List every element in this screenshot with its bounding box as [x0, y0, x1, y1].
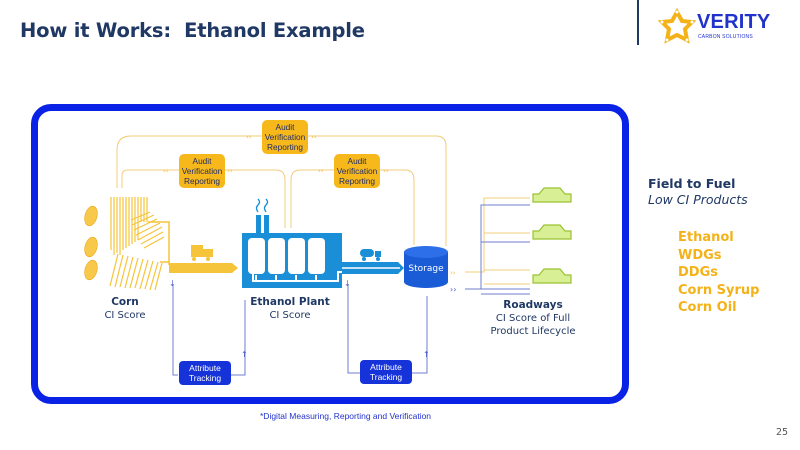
- attribute-connectors: [172, 204, 530, 376]
- svg-text:››: ››: [450, 285, 456, 294]
- audit-text-line: Reporting: [267, 142, 303, 152]
- stage-plant-label: Ethanol Plant CI Score: [240, 296, 340, 322]
- stage-subtitle: Product Lifecycle: [490, 326, 576, 337]
- svg-text:››: ››: [450, 269, 456, 277]
- attribute-box-right: Attribute Tracking: [360, 360, 412, 384]
- stage-roadways-label: Roadways CI Score of Full Product Lifecy…: [478, 299, 588, 338]
- audit-line-right-a: [290, 169, 334, 228]
- attribute-text-line: Attribute: [370, 362, 402, 372]
- audit-connectors: [116, 135, 530, 285]
- audit-text-line: Audit: [275, 122, 295, 132]
- audit-line-left-a: [121, 169, 179, 188]
- attribute-text-line: Attribute: [189, 363, 221, 373]
- svg-text:››: ››: [227, 167, 233, 175]
- stage-title: Roadways: [503, 299, 563, 311]
- audit-text-line: Verification: [336, 166, 378, 176]
- output-line-blue: [465, 204, 530, 295]
- audit-box-left: Audit Verification Reporting: [179, 154, 225, 188]
- audit-line-outer-right: [308, 135, 447, 246]
- field-to-fuel-panel: Field to Fuel Low CI Products: [648, 176, 748, 208]
- audit-text-line: Audit: [192, 156, 212, 166]
- attr-line-right-b: [412, 296, 428, 374]
- stage-subtitle: CI Score: [104, 310, 146, 321]
- svg-text:↑: ↑: [241, 350, 248, 359]
- audit-text-line: Verification: [264, 132, 306, 142]
- svg-text:››: ››: [383, 167, 389, 175]
- page-title: How it Works: Ethanol Example: [20, 19, 365, 42]
- audit-arrowheads: ‹‹ ›› ‹‹ ›› ‹‹ ›› ››: [163, 133, 456, 277]
- header-divider: [637, 0, 639, 45]
- logo-tagline: CARBON SOLUTIONS: [698, 34, 753, 40]
- corn-field-icon: [84, 197, 170, 291]
- truck-icon: [191, 245, 213, 261]
- svg-text:‹‹: ‹‹: [163, 167, 169, 175]
- svg-text:››: ››: [311, 133, 317, 141]
- svg-text:‹‹: ‹‹: [246, 133, 252, 141]
- stage-title: Ethanol Plant: [250, 296, 330, 308]
- attribute-text-line: Tracking: [369, 372, 403, 382]
- attr-line-left-a: [172, 285, 178, 376]
- factory-icon: [242, 198, 400, 288]
- audit-line-left-b: [224, 169, 286, 228]
- audit-text-line: Reporting: [184, 176, 220, 186]
- stage-title: Corn: [111, 296, 139, 308]
- svg-text:↓: ↓: [169, 279, 176, 288]
- output-line-yellow: [465, 197, 530, 285]
- conveyor-arrow: [169, 263, 238, 273]
- svg-text:‹‹: ‹‹: [318, 167, 324, 175]
- storage-label: Storage: [408, 264, 444, 274]
- verity-logo: VERITY CARBON SOLUTIONS: [657, 7, 778, 48]
- panel-subheading: Low CI Products: [648, 192, 748, 207]
- audit-line-right-b: [380, 169, 415, 245]
- pipeline-arrow: [342, 262, 404, 274]
- page-number: 25: [776, 427, 789, 438]
- car-icon: [532, 187, 572, 284]
- product-item: DDGs: [678, 265, 718, 280]
- attr-line-right-a: [347, 285, 360, 374]
- stage-subtitle: CI Score: [269, 310, 311, 321]
- audit-box-right: Audit Verification Reporting: [334, 154, 380, 188]
- storage-tank-icon: [404, 246, 448, 288]
- product-item: Ethanol: [678, 230, 734, 245]
- attribute-box-left: Attribute Tracking: [179, 361, 231, 385]
- footnote: *Digital Measuring, Reporting and Verifi…: [260, 411, 432, 421]
- audit-text-line: Verification: [181, 166, 223, 176]
- product-item: Corn Syrup: [678, 282, 760, 298]
- product-item: Corn Oil: [678, 300, 737, 315]
- attribute-arrowheads: ↓ ↑ ↓ ↑ ››: [169, 279, 456, 359]
- logo-wordmark: VERITY: [697, 11, 771, 33]
- audit-line-outer-left: [116, 135, 262, 188]
- attribute-text-line: Tracking: [188, 373, 222, 383]
- audit-box-top: Audit Verification Reporting: [262, 120, 308, 154]
- svg-text:↑: ↑: [423, 350, 430, 359]
- attr-line-left-b: [230, 300, 246, 376]
- product-list: Ethanol WDGs DDGs Corn Syrup Corn Oil: [678, 229, 759, 317]
- panel-heading: Field to Fuel: [648, 176, 736, 191]
- audit-text-line: Audit: [347, 156, 367, 166]
- tanker-truck-icon: [360, 249, 381, 261]
- svg-text:↓: ↓: [344, 279, 351, 288]
- stage-corn-label: Corn CI Score: [95, 296, 155, 322]
- audit-text-line: Reporting: [339, 176, 375, 186]
- chain-star-logo-icon: [657, 7, 697, 44]
- product-item: WDGs: [678, 247, 722, 263]
- stage-subtitle: CI Score of Full: [495, 313, 571, 324]
